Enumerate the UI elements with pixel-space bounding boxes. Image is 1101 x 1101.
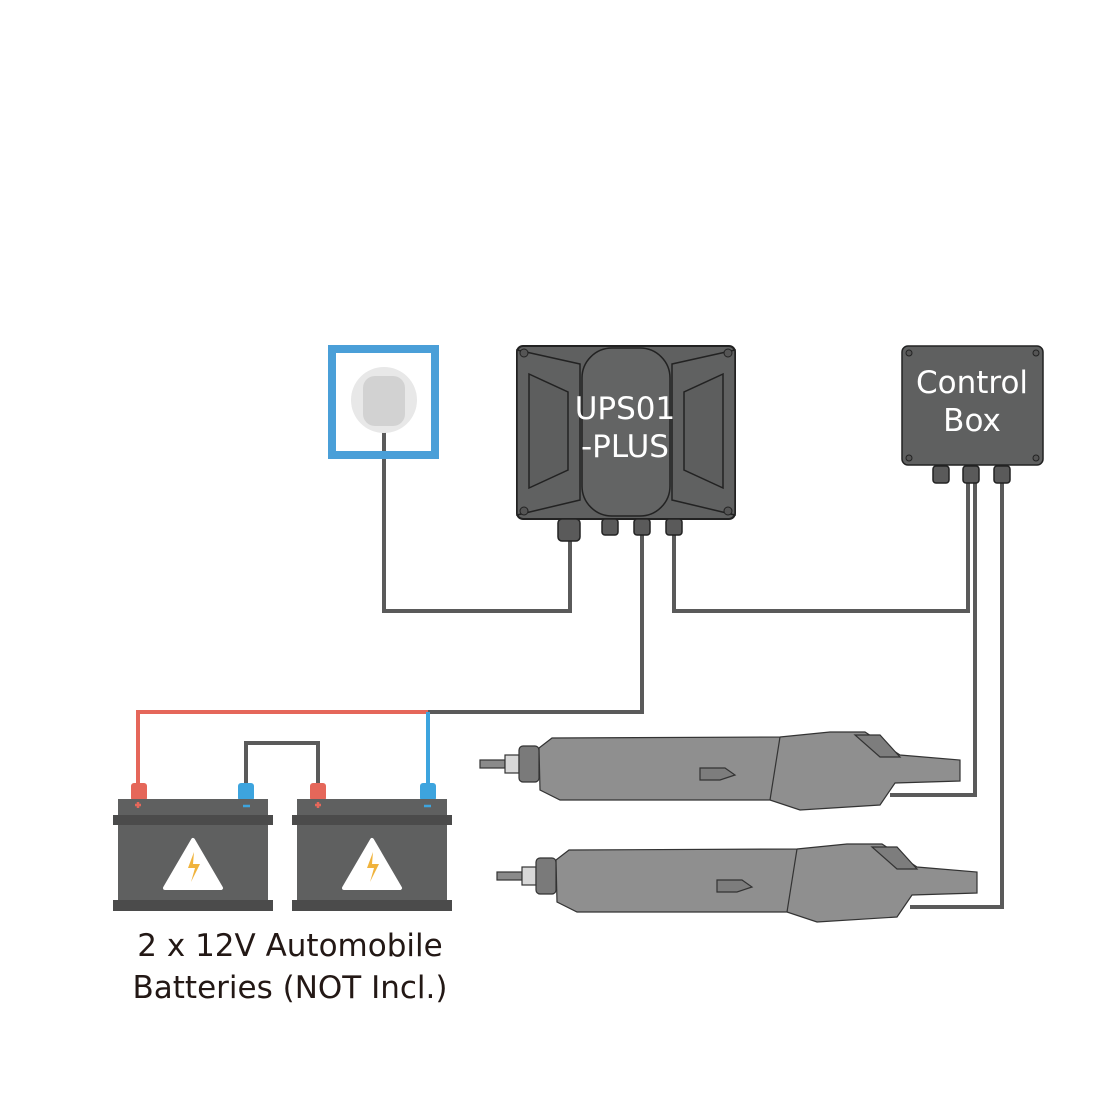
control-box-device xyxy=(901,345,1044,484)
control-box-label-line1: Control xyxy=(915,365,1029,401)
battery-caption-line1: 2 x 12V Automobile xyxy=(137,928,443,964)
ups-label-line2: -PLUS xyxy=(581,429,669,465)
wall-outlet-icon xyxy=(328,345,439,459)
control-box-label-line2: Box xyxy=(943,403,1001,439)
battery-2 xyxy=(292,783,452,911)
wire-control-to-actuator-2 xyxy=(910,478,1004,909)
ups-label: UPS01 -PLUS xyxy=(560,390,690,466)
actuator-1 xyxy=(479,731,961,811)
ups-device xyxy=(516,345,736,542)
wire-ups-to-control-box xyxy=(672,478,970,613)
battery-caption-line2: Batteries (NOT Incl.) xyxy=(132,970,448,1006)
actuator-2 xyxy=(496,843,978,923)
ups-label-line1: UPS01 xyxy=(574,391,676,427)
wire-outlet-to-ups xyxy=(382,400,572,613)
wire-control-to-actuator-1 xyxy=(890,478,977,797)
wire-ups-to-batteries xyxy=(428,530,644,714)
wire-positive xyxy=(136,710,428,790)
battery-1 xyxy=(113,783,273,911)
control-box-label: Control Box xyxy=(902,364,1042,440)
battery-caption: 2 x 12V Automobile Batteries (NOT Incl.) xyxy=(95,925,485,1009)
wire-battery-jumper xyxy=(244,741,320,790)
